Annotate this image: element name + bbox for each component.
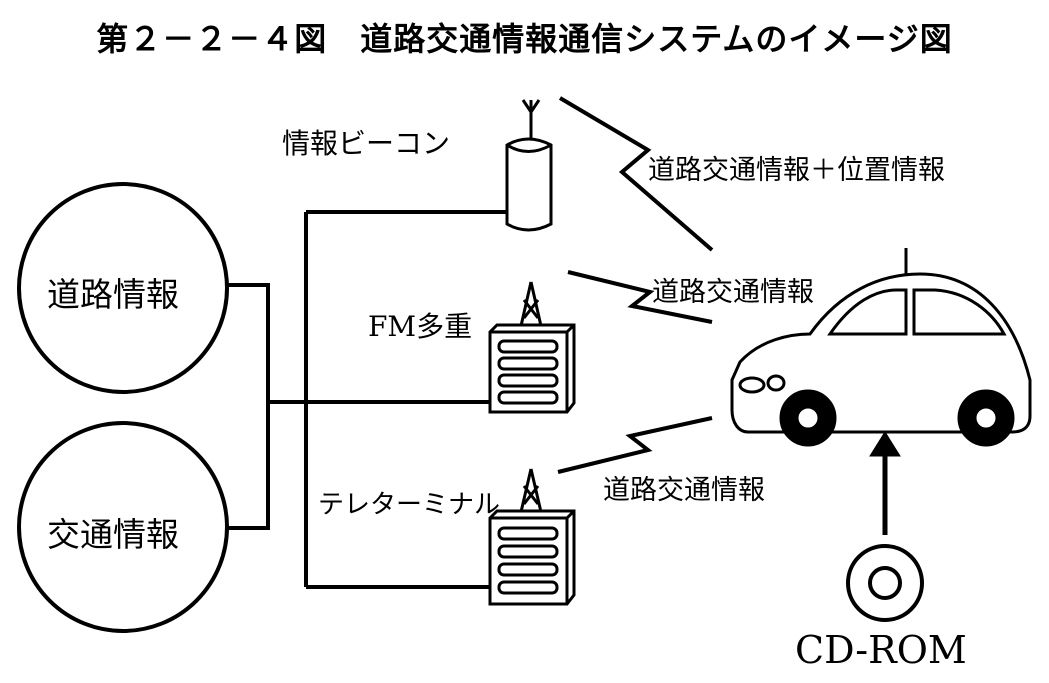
signal-bolt-teleterminal — [557, 416, 713, 474]
diagram-title: 第２－２－４図 道路交通情報通信システムのイメージ図 — [96, 20, 953, 58]
source-circle-road — [17, 182, 229, 394]
source-circle-traffic — [17, 421, 229, 633]
signal-bolts — [557, 96, 714, 474]
signal-bolt-beacon — [558, 96, 714, 252]
signal-label-teleterminal: 道路交通情報 — [603, 475, 765, 506]
radio-tower-icon-teleterminal — [488, 468, 576, 606]
source-label-road: 道路情報 — [47, 275, 179, 314]
connection-lines — [228, 210, 516, 589]
media-label: CD-ROM — [795, 628, 967, 672]
arrow-up-icon — [869, 431, 901, 535]
disc-icon — [846, 544, 924, 622]
signal-label-fm: 道路交通情報 — [652, 277, 814, 308]
car-icon — [730, 248, 1032, 447]
transmitter-label-teleterminal: テレターミナル — [318, 490, 501, 520]
signal-label-beacon: 道路交通情報＋位置情報 — [648, 155, 945, 186]
transmitter-label-fm: FM多重 — [368, 310, 473, 343]
beacon-icon — [505, 99, 553, 232]
transmitter-label-beacon: 情報ビーコン — [282, 127, 451, 160]
signal-bolt-fm — [567, 270, 713, 324]
source-label-traffic: 交通情報 — [47, 515, 179, 554]
radio-tower-icon-fm — [488, 281, 576, 414]
